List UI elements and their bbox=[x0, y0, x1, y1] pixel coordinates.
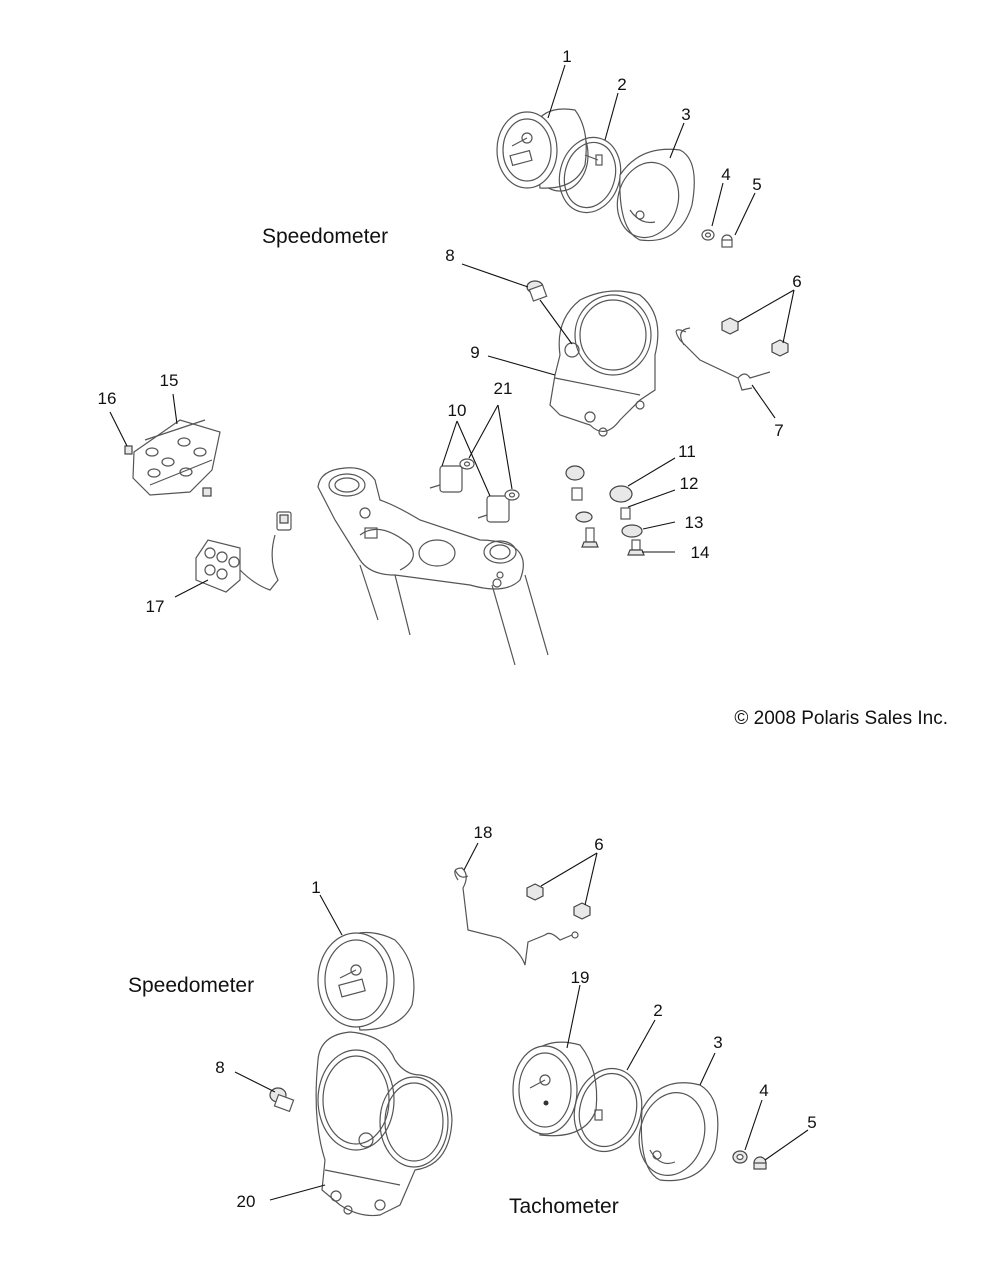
part-21-washer bbox=[459, 458, 520, 501]
caption-tachometer: Tachometer bbox=[509, 1195, 619, 1218]
callout-21: 21 bbox=[494, 379, 513, 398]
callout-8: 8 bbox=[445, 246, 454, 265]
part-2-gasket-ring bbox=[558, 136, 622, 214]
callout-10: 10 bbox=[448, 401, 467, 420]
part-6-nut-bottom bbox=[526, 883, 591, 920]
part-8-indicator-bulb bbox=[526, 280, 548, 302]
part-10-rubber-mount bbox=[429, 465, 510, 523]
callout-bottom-2: 2 bbox=[653, 1001, 662, 1020]
callout-3: 3 bbox=[681, 105, 690, 124]
part-8-indicator-bulb-bottom bbox=[269, 1087, 295, 1113]
callout-9: 9 bbox=[470, 343, 479, 362]
callout-4: 4 bbox=[721, 165, 730, 184]
callout-6: 6 bbox=[792, 272, 801, 291]
part-1-speedometer-gauge bbox=[496, 108, 603, 192]
top-leader-lines bbox=[109, 64, 795, 598]
callout-15: 15 bbox=[160, 371, 179, 390]
callout-13: 13 bbox=[685, 513, 704, 532]
caption-speedometer-top: Speedometer bbox=[262, 225, 388, 248]
part-5-screw-bottom bbox=[753, 1156, 767, 1170]
part-4-washer bbox=[701, 229, 715, 241]
part-19-tachometer-gauge bbox=[512, 1041, 603, 1137]
part-3-housing-cup bbox=[616, 148, 695, 242]
part-18-wire-bracket bbox=[454, 867, 579, 966]
callout-5: 5 bbox=[752, 175, 761, 194]
part-16-screw bbox=[124, 445, 212, 497]
callout-bottom-20: 20 bbox=[237, 1192, 256, 1211]
callout-17: 17 bbox=[146, 597, 165, 616]
triple-clamp bbox=[317, 467, 549, 666]
callout-14: 14 bbox=[691, 543, 710, 562]
part-14-bolt bbox=[581, 527, 645, 556]
part-20-dual-gauge-bracket bbox=[315, 1031, 453, 1217]
callout-7: 7 bbox=[774, 421, 783, 440]
callout-bottom-18: 18 bbox=[474, 823, 493, 842]
part-7-wire-bracket bbox=[675, 327, 771, 391]
callout-11: 11 bbox=[678, 442, 696, 461]
callout-bottom-8: 8 bbox=[215, 1058, 224, 1077]
part-1-speedometer-gauge-bottom bbox=[317, 931, 415, 1031]
caption-speedometer-bottom: Speedometer bbox=[128, 974, 254, 997]
callout-12: 12 bbox=[680, 474, 699, 493]
callout-bottom-6: 6 bbox=[594, 835, 603, 854]
part-6-nut bbox=[721, 317, 789, 357]
callout-bottom-4: 4 bbox=[759, 1081, 768, 1100]
part-17-connector-harness bbox=[195, 511, 292, 593]
callout-bottom-1: 1 bbox=[311, 878, 320, 897]
callout-16: 16 bbox=[98, 389, 117, 408]
callout-bottom-19: 19 bbox=[571, 968, 590, 987]
part-5-screw bbox=[721, 234, 733, 248]
part-9-gauge-bracket bbox=[549, 290, 659, 437]
part-11-grommet bbox=[565, 465, 633, 503]
bottom-leader-lines bbox=[234, 842, 809, 1201]
callout-bottom-3: 3 bbox=[713, 1033, 722, 1052]
callout-bottom-5: 5 bbox=[807, 1113, 816, 1132]
part-2-gasket-ring-bottom bbox=[573, 1067, 643, 1153]
part-15-switch-cover bbox=[132, 419, 221, 496]
part-13-washer bbox=[575, 511, 643, 538]
part-3-housing-cup-bottom bbox=[638, 1082, 719, 1182]
part-4-washer-bottom bbox=[732, 1150, 748, 1164]
part-12-spacer bbox=[571, 487, 631, 520]
callout-1: 1 bbox=[562, 47, 571, 66]
callout-2: 2 bbox=[617, 75, 626, 94]
copyright-notice: © 2008 Polaris Sales Inc. bbox=[734, 708, 948, 729]
